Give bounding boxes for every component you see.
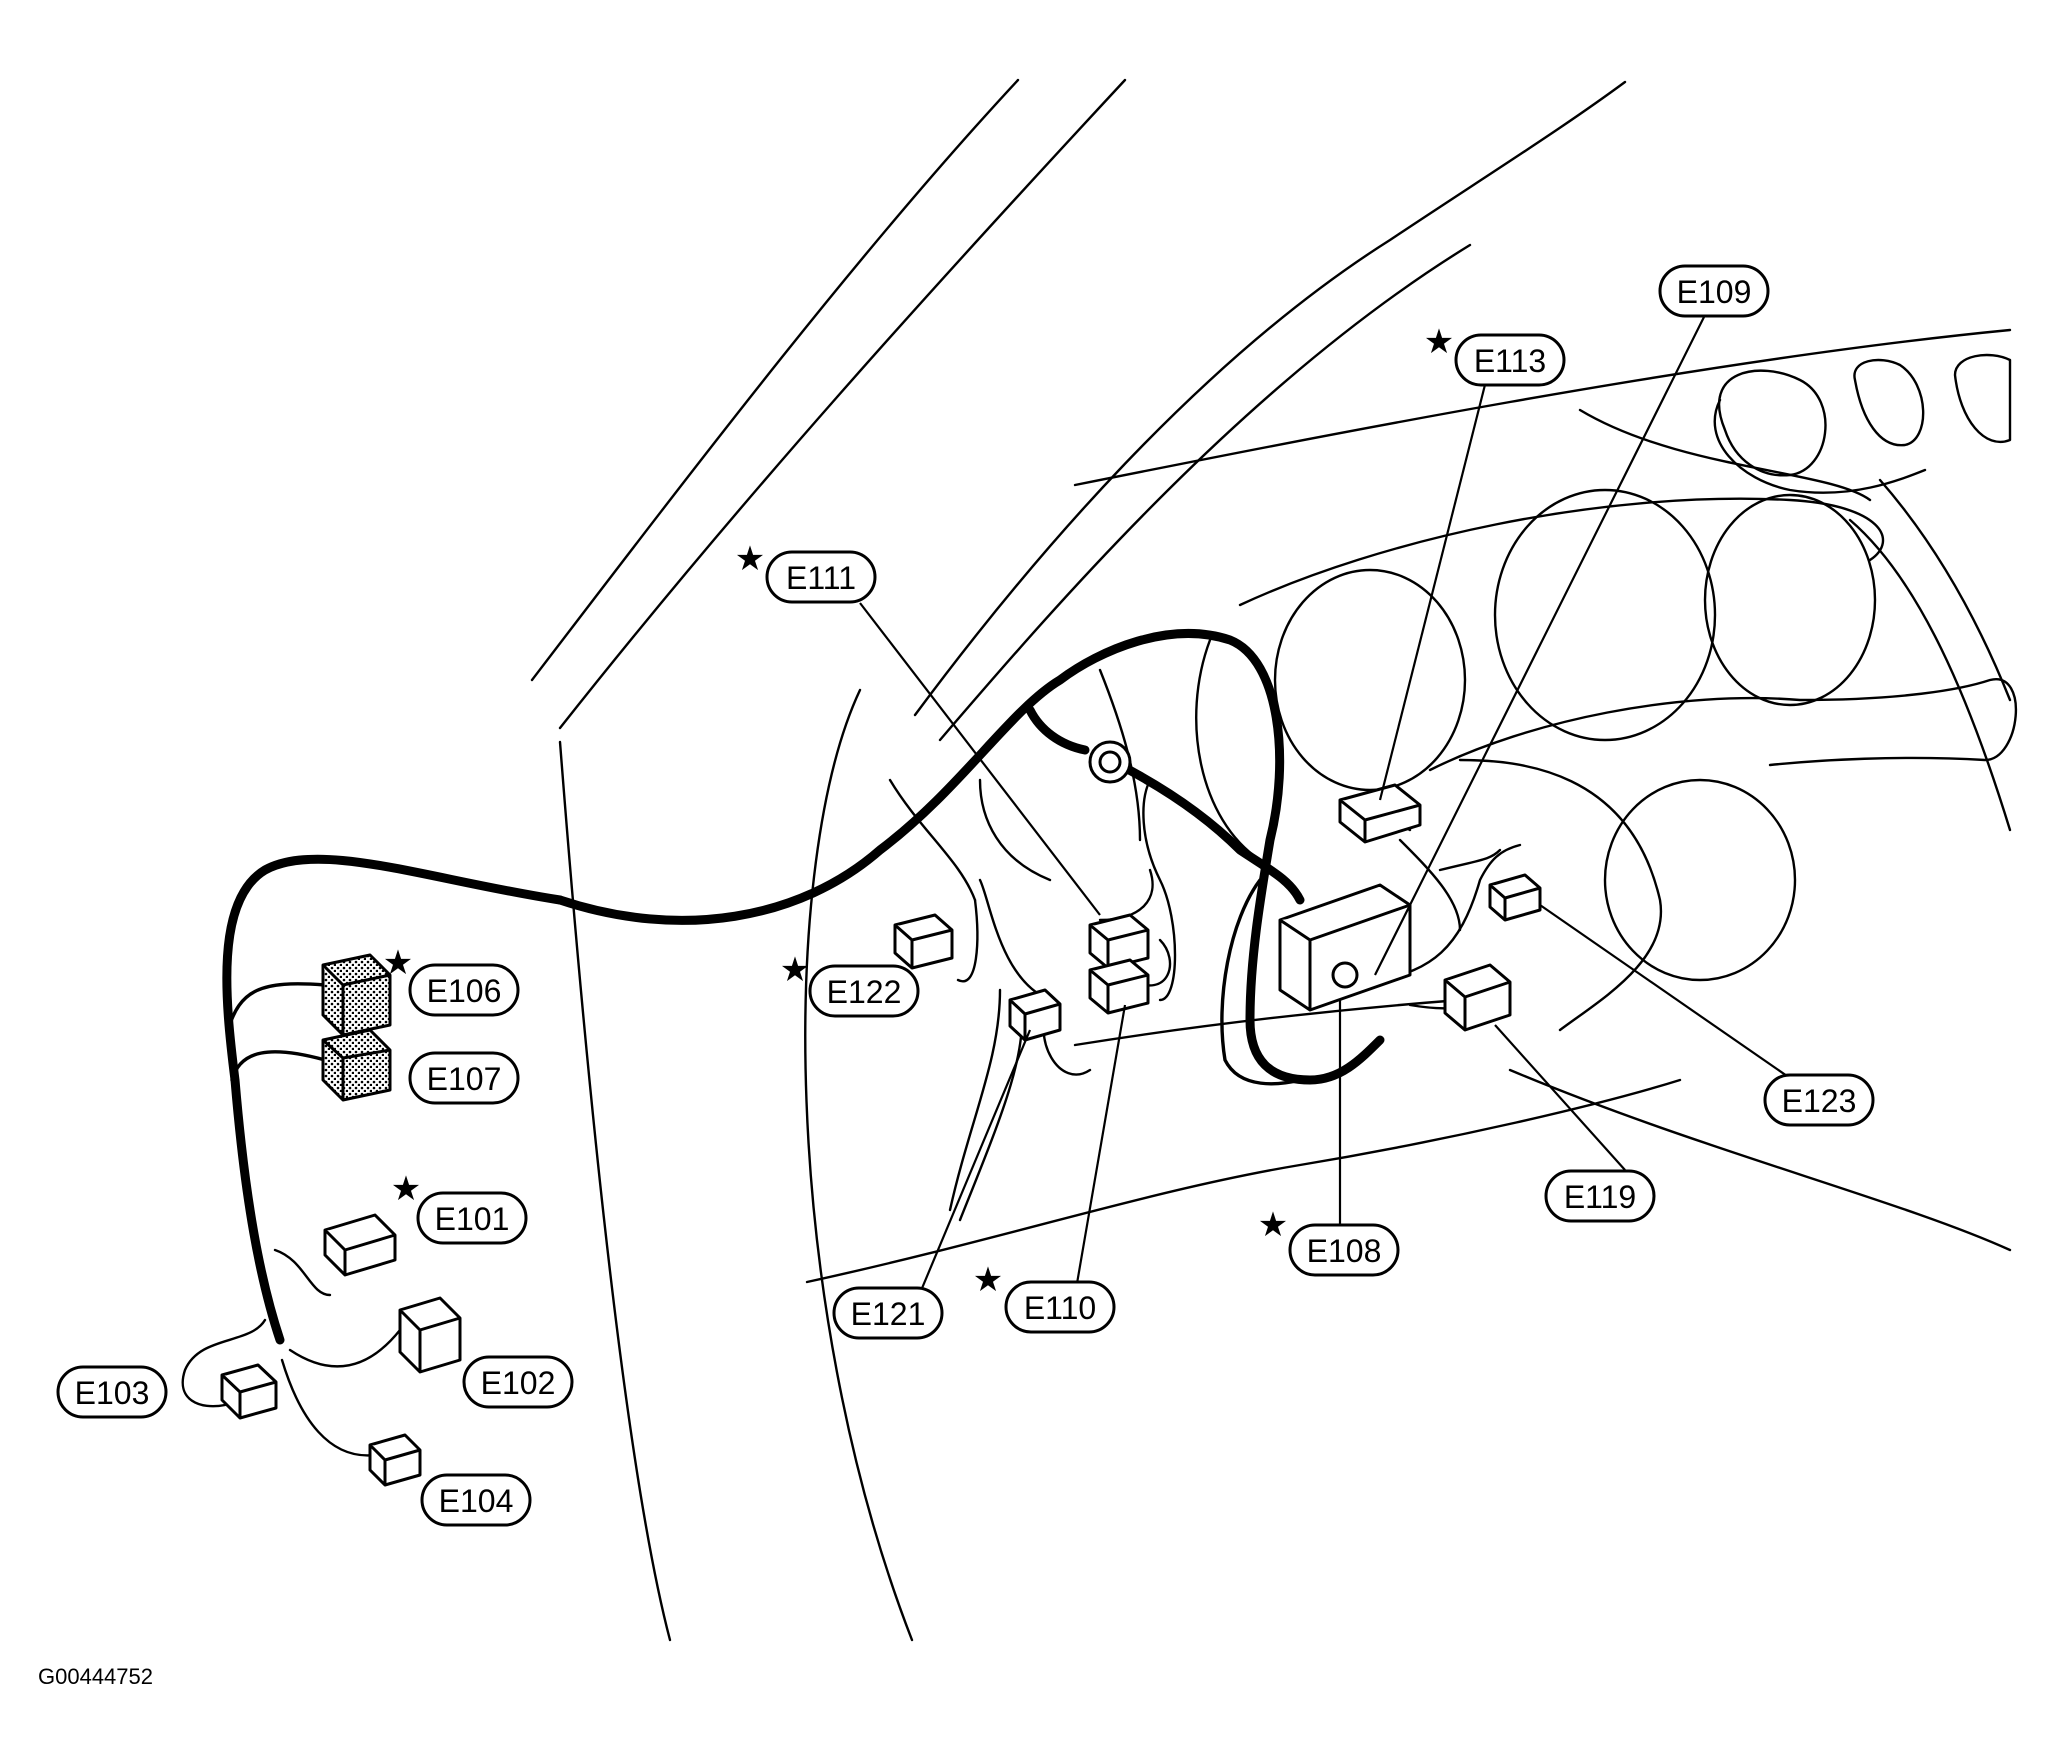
star-icon: ★ [973, 1260, 1003, 1300]
connector-tag-E107: E107 [408, 1051, 520, 1105]
instrument-cluster [1195, 353, 2018, 1032]
main-harness [222, 629, 1385, 1345]
star-icon: ★ [391, 1169, 421, 1209]
svg-text:E102: E102 [481, 1365, 556, 1401]
left-branches [181, 982, 402, 1457]
svg-text:E110: E110 [1024, 1290, 1096, 1326]
connector-tag-E111: E111 ★ [735, 539, 877, 604]
svg-text:E122: E122 [827, 974, 902, 1010]
body-outline [530, 78, 2012, 1642]
connector-tag-E121: E121 [832, 1286, 944, 1340]
connector-tag-E104: E104 [420, 1473, 532, 1527]
connector-tag-E113: E113 ★ [1424, 322, 1566, 387]
connector-tag-E110: E110 ★ [973, 1260, 1116, 1334]
connector-labels: E101 ★ E102 E103 E104 E106 ★ E107 E108 ★ [56, 264, 1875, 1527]
svg-text:E123: E123 [1782, 1083, 1857, 1119]
connector-tag-E101: E101 ★ [391, 1169, 528, 1245]
connector-tag-E122: E122 ★ [780, 950, 920, 1018]
connector-tag-E106: E106 ★ [383, 943, 520, 1017]
middle-branches [888, 668, 1177, 1222]
star-icon: ★ [383, 943, 413, 983]
svg-text:E113: E113 [1474, 343, 1546, 379]
svg-text:E101: E101 [435, 1201, 510, 1237]
connector-bodies [220, 740, 1542, 1487]
connector-tag-E108: E108 ★ [1258, 1205, 1400, 1277]
svg-text:E121: E121 [851, 1296, 926, 1332]
connector-tag-E123: E123 [1763, 1073, 1875, 1127]
star-icon: ★ [1424, 322, 1454, 362]
star-icon: ★ [1258, 1205, 1288, 1245]
connector-tag-E103: E103 [56, 1365, 168, 1419]
connector-tag-E119: E119 [1544, 1169, 1656, 1223]
svg-text:E104: E104 [439, 1483, 514, 1519]
figure-id: G00444752 [38, 1664, 153, 1689]
svg-text:E108: E108 [1307, 1233, 1382, 1269]
leader-lines [859, 304, 1801, 1306]
svg-text:E103: E103 [75, 1375, 150, 1411]
svg-text:E111: E111 [786, 560, 856, 596]
svg-text:E109: E109 [1677, 274, 1752, 310]
connector-tag-E102: E102 [462, 1355, 574, 1409]
svg-text:E106: E106 [427, 973, 502, 1009]
star-icon: ★ [735, 539, 765, 579]
connector-tag-E109: E109 [1658, 264, 1770, 318]
star-icon: ★ [780, 950, 810, 990]
svg-text:E119: E119 [1564, 1179, 1636, 1215]
svg-text:E107: E107 [427, 1061, 502, 1097]
